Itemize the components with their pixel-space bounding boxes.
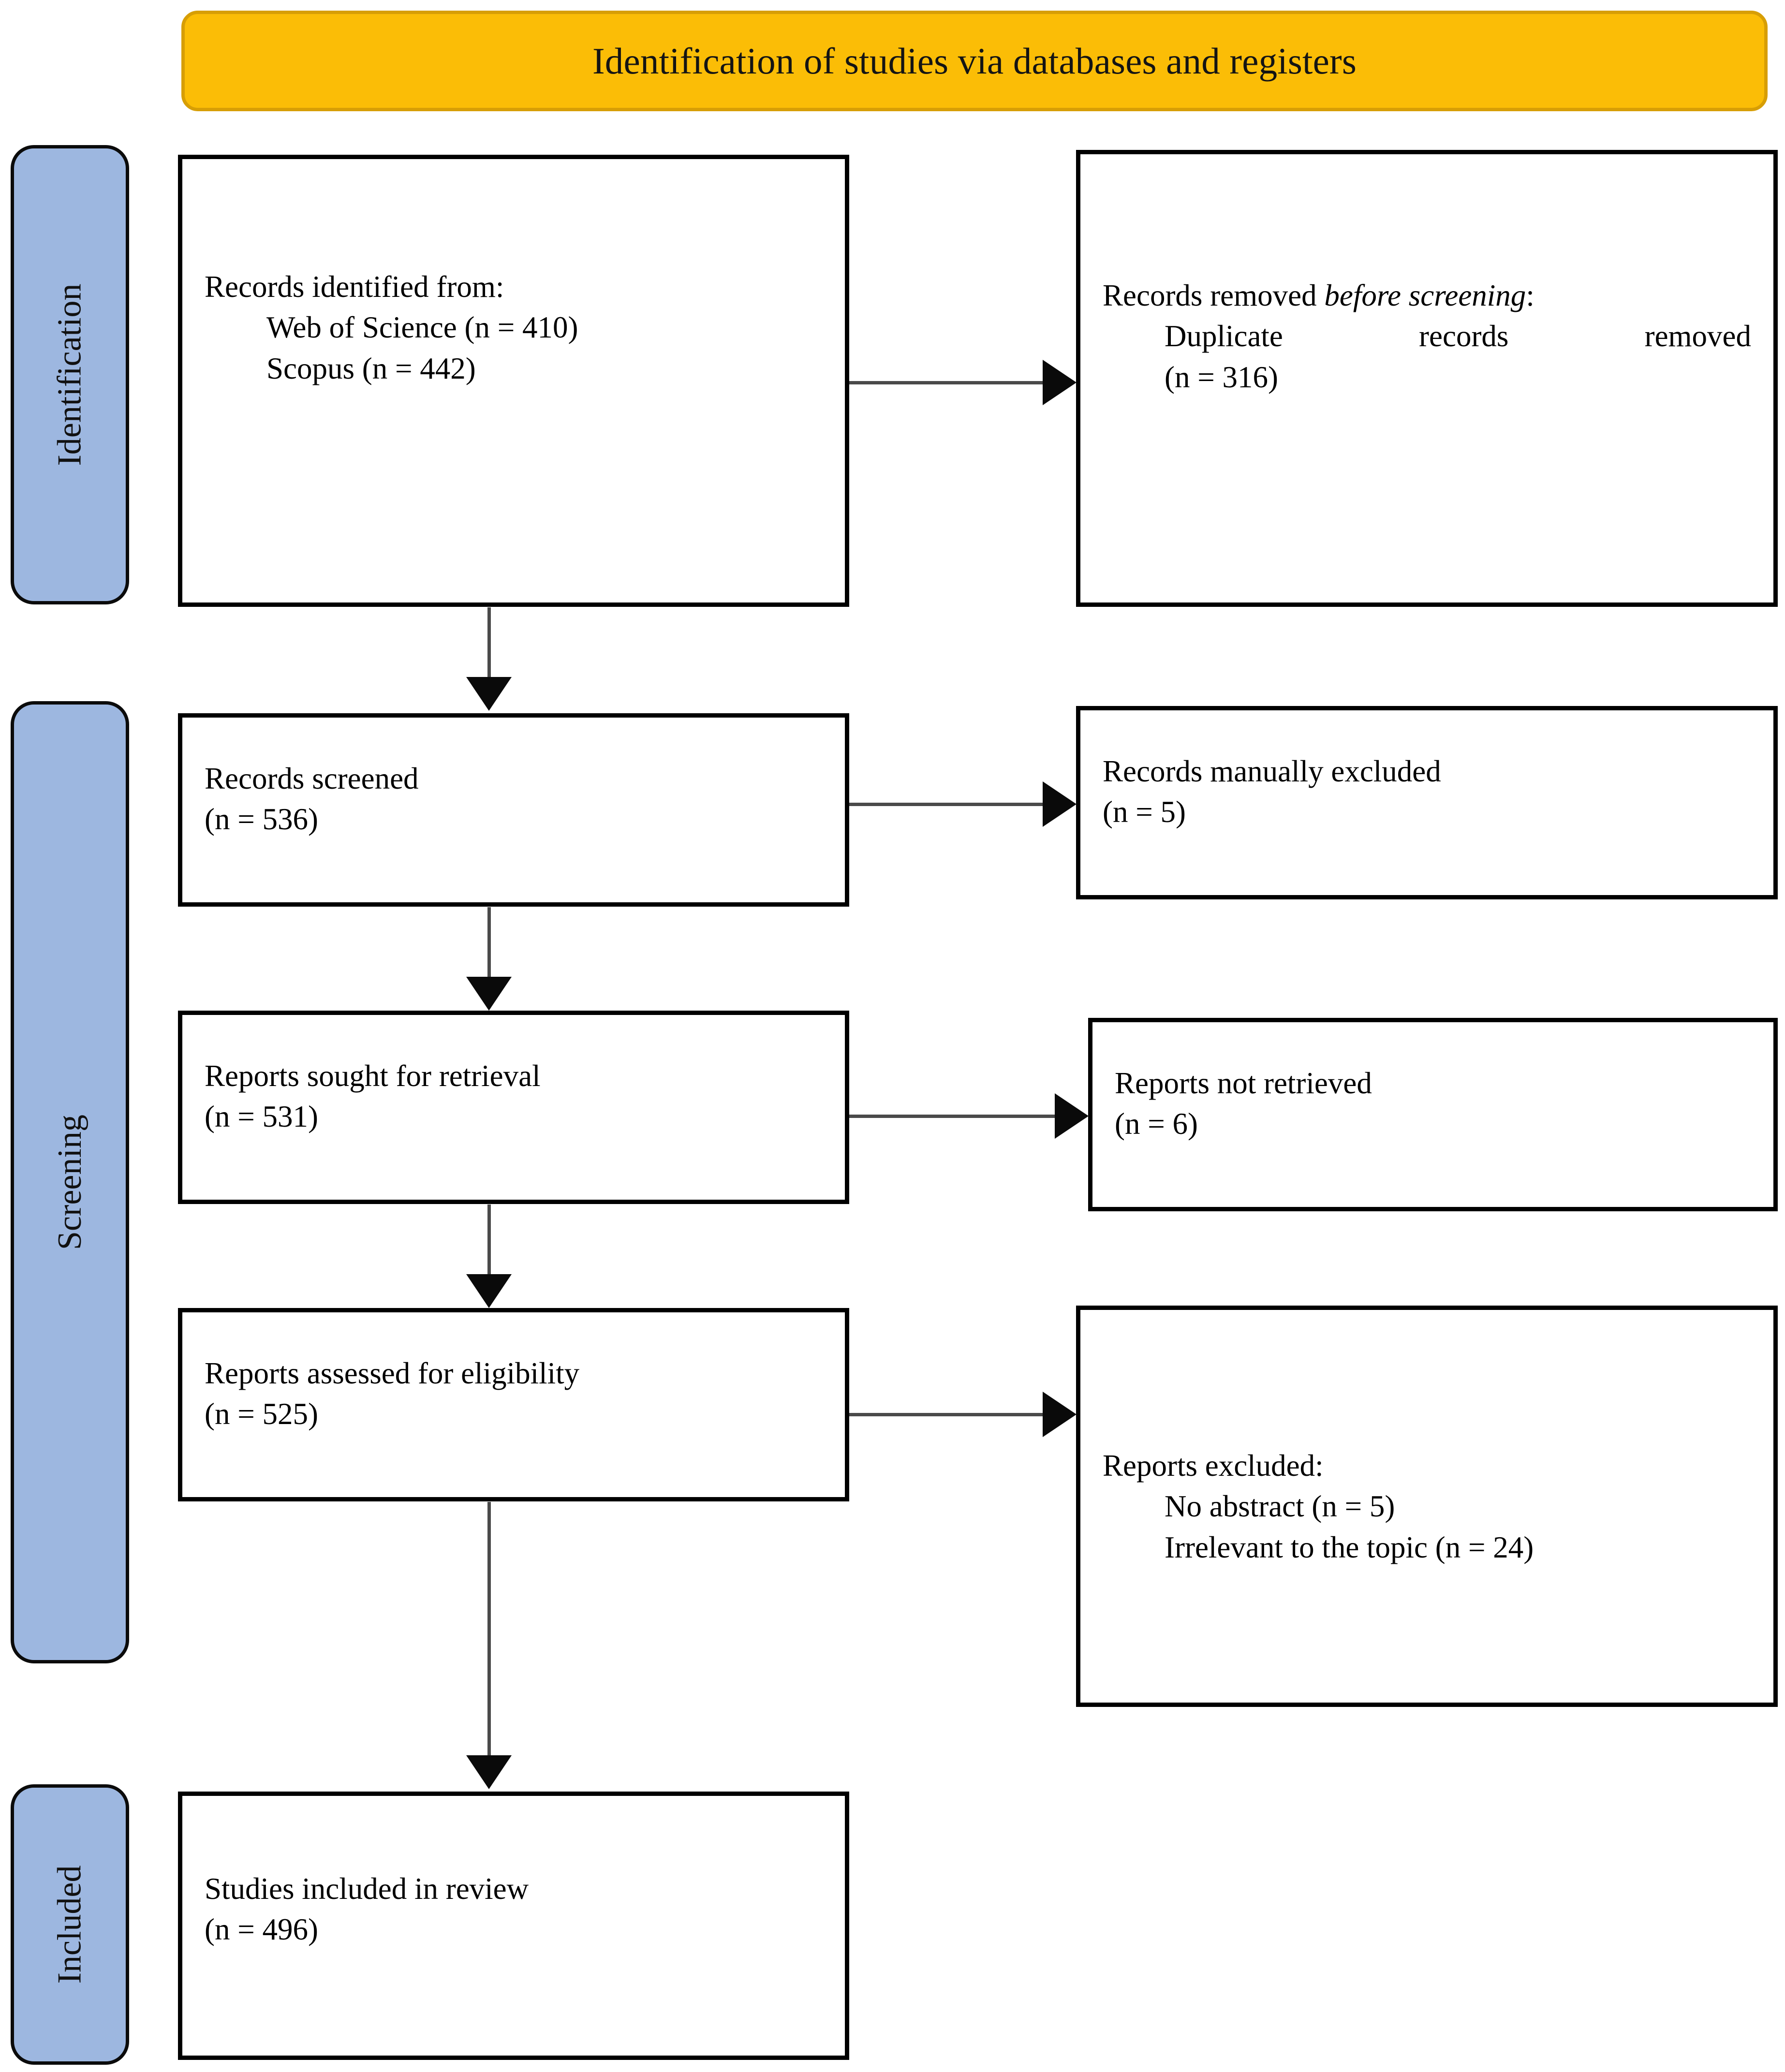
records-identified-source-scopus: Scopus (n = 442) — [266, 351, 476, 385]
records-manually-excluded-label: Records manually excluded — [1103, 754, 1441, 788]
node-reports-excluded: Reports excluded: No abstract (n = 5) Ir… — [1076, 1306, 1778, 1707]
arrow-head-right-icon — [1055, 1093, 1089, 1139]
records-removed-heading: Records removed before screening: — [1103, 275, 1751, 316]
reports-excluded-reason-no-abstract: No abstract (n = 5) — [1165, 1489, 1395, 1524]
stage-label-screening: Screening — [51, 1115, 89, 1250]
stage-label-included: Included — [51, 1865, 89, 1984]
arrow-head-down-icon — [466, 1755, 512, 1789]
records-removed-heading-italic: before screening — [1324, 279, 1526, 312]
node-records-screened: Records screened (n = 536) — [178, 713, 849, 907]
node-reports-assessed: Reports assessed for eligibility (n = 52… — [178, 1308, 849, 1501]
arrow-line — [849, 381, 1043, 384]
node-records-manually-excluded: Records manually excluded (n = 5) — [1076, 706, 1778, 899]
records-removed-heading-prefix: Records removed — [1103, 279, 1325, 312]
reports-not-retrieved-label: Reports not retrieved — [1115, 1066, 1372, 1100]
studies-included-count: (n = 496) — [205, 1912, 318, 1947]
arrow-head-right-icon — [1043, 1392, 1077, 1437]
studies-included-label: Studies included in review — [205, 1872, 529, 1906]
records-identified-source-web-of-science: Web of Science (n = 410) — [266, 310, 578, 345]
arrow-head-down-icon — [466, 1274, 512, 1308]
arrow-line — [849, 803, 1043, 806]
records-removed-line-2: (n = 316) — [1165, 360, 1278, 394]
reports-sought-count: (n = 531) — [205, 1100, 318, 1134]
reports-assessed-count: (n = 525) — [205, 1397, 318, 1431]
header-title: Identification of studies via databases … — [592, 40, 1357, 82]
records-screened-count: (n = 536) — [205, 802, 318, 837]
reports-assessed-label: Reports assessed for eligibility — [205, 1356, 580, 1390]
records-removed-heading-suffix: : — [1526, 279, 1534, 312]
records-identified-heading: Records identified from: — [205, 270, 504, 304]
node-reports-not-retrieved: Reports not retrieved (n = 6) — [1088, 1018, 1778, 1211]
node-records-removed: Records removed before screening: Duplic… — [1076, 150, 1778, 607]
reports-excluded-heading: Reports excluded: — [1103, 1449, 1324, 1483]
reports-not-retrieved-count: (n = 6) — [1115, 1107, 1198, 1141]
stage-label-identification: Identification — [51, 283, 89, 466]
arrow-line — [487, 907, 491, 980]
arrow-line — [487, 1205, 491, 1277]
records-removed-line-1: Duplicate records removed — [1165, 319, 1751, 353]
arrow-head-down-icon — [466, 977, 512, 1011]
stage-pill-included: Included — [11, 1784, 129, 2065]
node-reports-sought: Reports sought for retrieval (n = 531) — [178, 1011, 849, 1204]
records-manually-excluded-count: (n = 5) — [1103, 795, 1186, 829]
records-screened-label: Records screened — [205, 762, 419, 795]
arrow-head-right-icon — [1043, 781, 1077, 827]
stage-pill-screening: Screening — [11, 701, 129, 1663]
arrow-line — [487, 607, 491, 680]
arrow-head-down-icon — [466, 677, 512, 711]
reports-excluded-reason-irrelevant: Irrelevant to the topic (n = 24) — [1165, 1530, 1534, 1564]
stage-pill-identification: Identification — [11, 145, 129, 604]
records-removed-body: Duplicate records removed (n = 316) — [1103, 316, 1751, 397]
node-records-identified: Records identified from: Web of Science … — [178, 155, 849, 607]
node-studies-included: Studies included in review (n = 496) — [178, 1792, 849, 2060]
reports-sought-label: Reports sought for retrieval — [205, 1059, 541, 1093]
arrow-head-right-icon — [1043, 360, 1077, 405]
arrow-line — [487, 1502, 491, 1758]
arrow-line — [849, 1413, 1043, 1416]
arrow-line — [849, 1115, 1055, 1118]
header-banner: Identification of studies via databases … — [181, 11, 1768, 111]
